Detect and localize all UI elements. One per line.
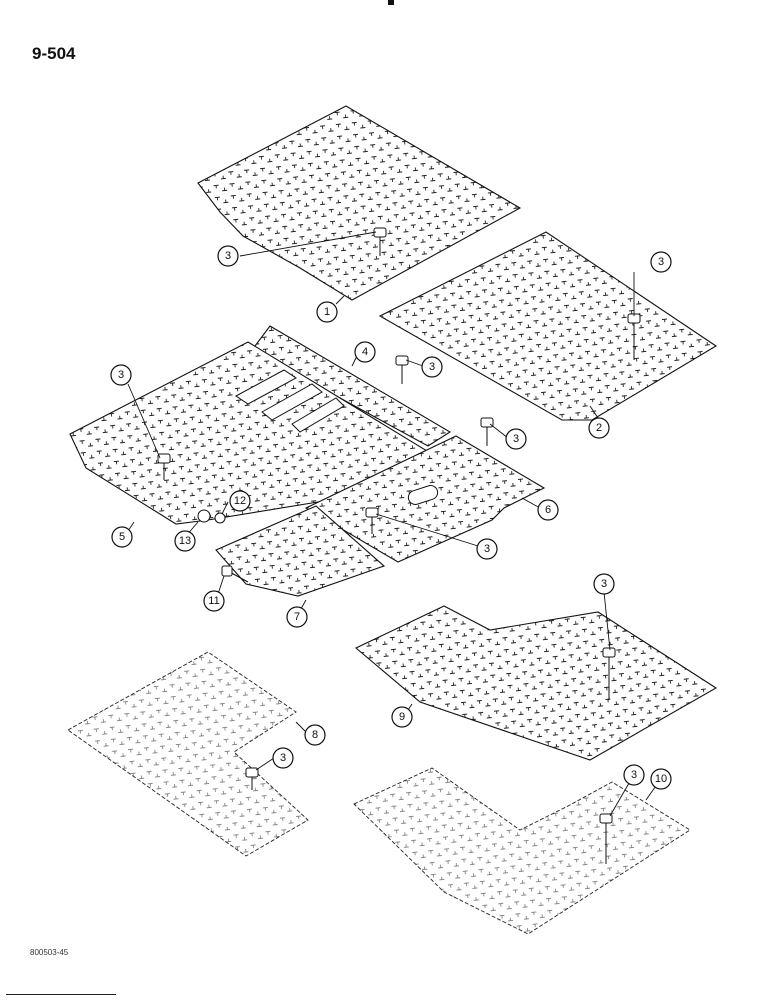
plate-slot	[291, 397, 345, 433]
callout-3: 3	[217, 245, 239, 267]
bolt-3	[157, 453, 171, 480]
svg-text:1: 1	[324, 306, 330, 318]
callout-3: 3	[505, 428, 527, 450]
svg-text:4: 4	[362, 346, 368, 358]
svg-text:5: 5	[119, 531, 125, 543]
svg-text:13: 13	[179, 535, 191, 547]
bolt-3	[480, 417, 494, 446]
callout-2: 2	[588, 417, 610, 439]
plate-cutout	[407, 485, 439, 505]
callout-12: 12	[229, 490, 251, 512]
svg-text:3: 3	[225, 250, 231, 262]
callout-3: 3	[593, 573, 615, 595]
callout-1: 1	[316, 301, 338, 323]
bolt-3	[602, 647, 616, 700]
document-code: 800503-45	[30, 948, 69, 957]
bolt-3	[365, 507, 379, 534]
svg-text:3: 3	[280, 752, 286, 764]
floor-plate-9	[354, 605, 718, 761]
washer-12	[214, 512, 226, 524]
svg-text:3: 3	[429, 361, 435, 373]
plate-slot	[261, 383, 323, 421]
svg-text:3: 3	[484, 543, 490, 555]
svg-text:11: 11	[208, 595, 219, 607]
svg-text:3: 3	[513, 433, 519, 445]
callout-3: 3	[623, 764, 645, 786]
callout-10: 10	[650, 768, 672, 790]
callout-3: 3	[421, 356, 443, 378]
svg-text:6: 6	[545, 504, 551, 516]
floor-plate-1	[197, 105, 522, 301]
callout-7: 7	[286, 606, 308, 628]
callout-6: 6	[537, 499, 559, 521]
floor-plate-5	[69, 341, 434, 525]
page-number: 9-504	[32, 44, 76, 63]
floor-plate-10	[353, 767, 691, 935]
callout-8: 8	[304, 724, 326, 746]
svg-text:12: 12	[234, 495, 246, 507]
bolt-3	[599, 813, 613, 864]
svg-text:10: 10	[655, 773, 667, 785]
svg-text:3: 3	[601, 578, 607, 590]
callout-3: 3	[110, 364, 132, 386]
svg-text:2: 2	[596, 422, 602, 434]
floor-plate-2	[378, 231, 718, 421]
svg-text:9: 9	[399, 711, 405, 723]
bottom-rule	[6, 994, 116, 995]
svg-text:8: 8	[312, 729, 318, 741]
callout-13: 13	[174, 530, 196, 552]
callout-9: 9	[391, 706, 413, 728]
nut-13	[197, 509, 211, 523]
callout-4: 4	[354, 341, 376, 363]
svg-text:3: 3	[631, 769, 637, 781]
bolt-3	[627, 313, 641, 360]
callout-5: 5	[111, 526, 133, 548]
callout-3: 3	[476, 538, 498, 560]
callout-11: 11	[203, 590, 225, 612]
plate-slot	[235, 369, 297, 405]
callout-3: 3	[272, 747, 294, 769]
bolt-3	[245, 767, 259, 790]
bolt-11	[221, 565, 249, 583]
svg-text:3: 3	[658, 256, 664, 268]
top-edge-mark	[388, 0, 394, 5]
svg-text:3: 3	[118, 369, 124, 381]
floor-plate-8	[67, 651, 309, 857]
svg-text:7: 7	[294, 611, 300, 623]
callout-3: 3	[650, 251, 672, 273]
floor-plate-4	[251, 325, 452, 447]
